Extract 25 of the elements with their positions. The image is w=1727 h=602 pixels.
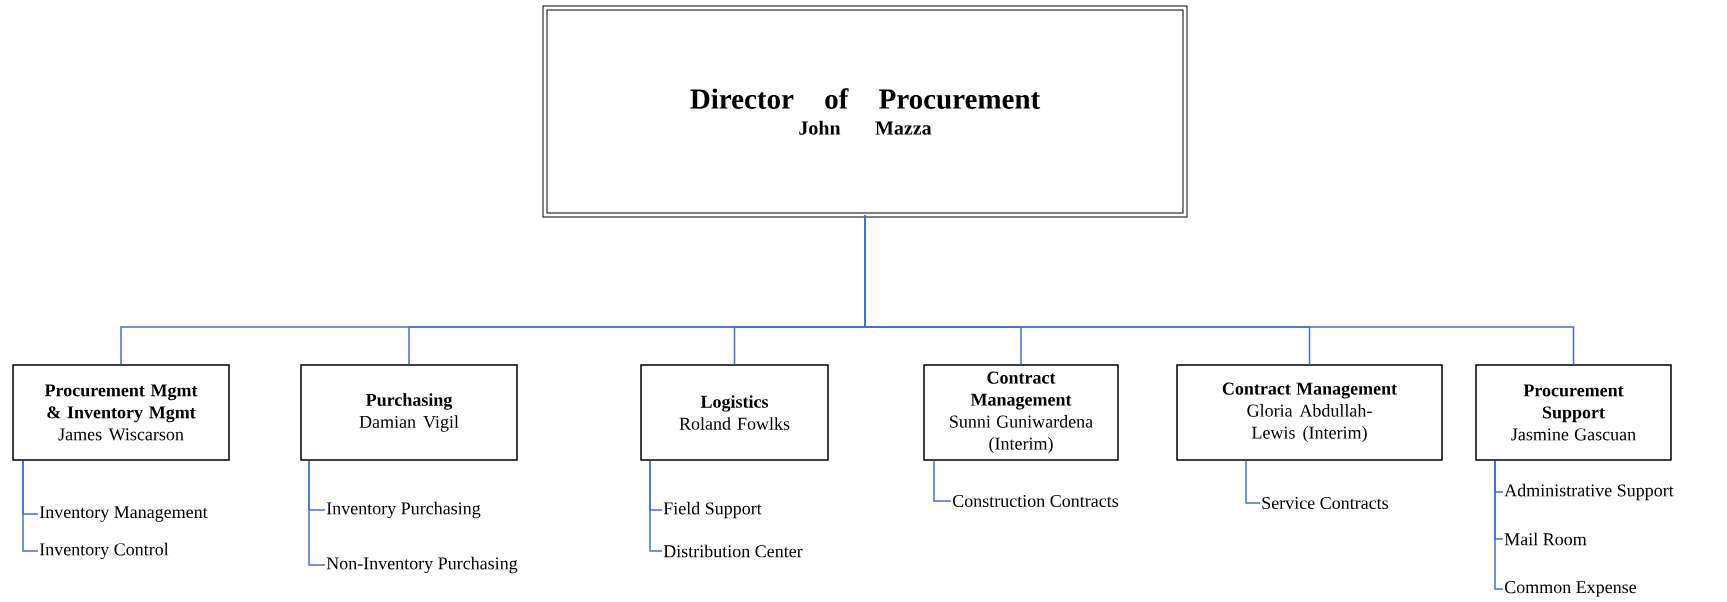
unit-label: Distribution Center bbox=[663, 544, 803, 558]
unit-label: Construction Contracts bbox=[952, 494, 1119, 508]
connector-line bbox=[1245, 460, 1261, 504]
unit-label: Common Expense bbox=[1504, 581, 1637, 597]
department-box: Procurement Support Jasmine Gascuan bbox=[1475, 364, 1672, 461]
unit-label: Inventory Management bbox=[39, 506, 208, 522]
connector-line bbox=[22, 460, 39, 552]
department-box: Contract Management Gloria Abdullah-Lewis (Interim) bbox=[1176, 364, 1443, 461]
unit-label: Inventory Purchasing bbox=[326, 501, 481, 519]
department-box: Logistics Roland Fowlks bbox=[640, 364, 829, 461]
connector-line bbox=[864, 214, 1575, 365]
unit-label: Field Support bbox=[663, 501, 762, 519]
department-box: Contract Management Sunni Guniwardena (Interim) bbox=[923, 364, 1119, 461]
unit-label: Non-Inventory Purchasing bbox=[326, 556, 518, 574]
connector-line bbox=[649, 460, 663, 552]
unit-label: Mail Room bbox=[1504, 532, 1587, 546]
unit-label: Service Contracts bbox=[1262, 496, 1389, 510]
connector-line bbox=[1494, 460, 1504, 590]
connector-line bbox=[308, 460, 326, 566]
connector-line bbox=[933, 460, 952, 502]
unit-label: Inventory Control bbox=[39, 542, 169, 560]
unit-label: Administrative Support bbox=[1504, 483, 1674, 501]
director-box: Director of Procurement John Mazza bbox=[542, 5, 1188, 218]
department-box: Procurement Mgmt & Inventory Mgmt James Wiscarson bbox=[12, 364, 230, 461]
department-box: Purchasing Damian Vigil bbox=[300, 364, 518, 461]
